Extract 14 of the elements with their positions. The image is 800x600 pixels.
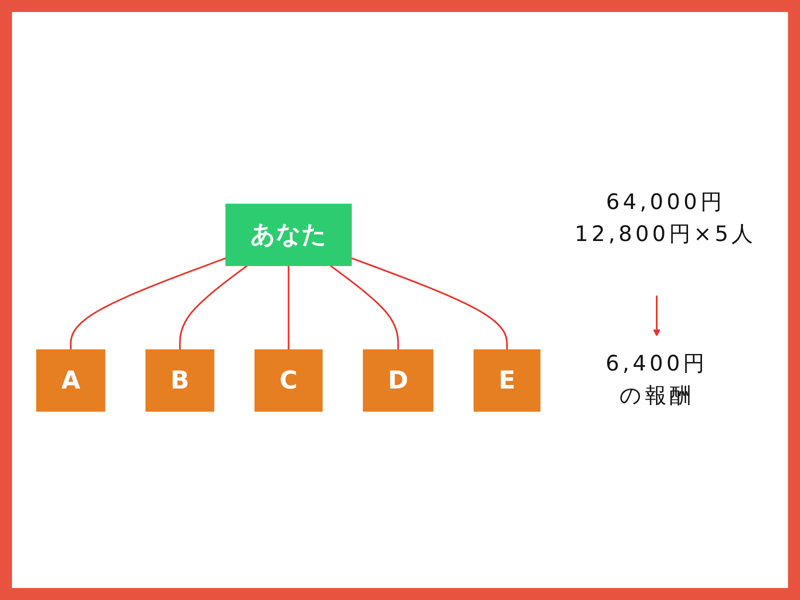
node-text: 64,000円 12,800円×5人 (574, 190, 756, 248)
node-box: D (362, 350, 434, 412)
node-box: C (254, 350, 323, 412)
connector (179, 265, 248, 350)
connector (70, 258, 226, 350)
connector (288, 266, 290, 350)
arrow (653, 295, 660, 337)
node-box: B (146, 350, 214, 412)
node-box: E (474, 350, 540, 412)
node-box: A (36, 350, 106, 412)
node-text: 6,400円 の報酬 (606, 352, 708, 409)
node-box: あなた (225, 204, 352, 266)
connector (330, 265, 399, 350)
connector (351, 258, 508, 350)
